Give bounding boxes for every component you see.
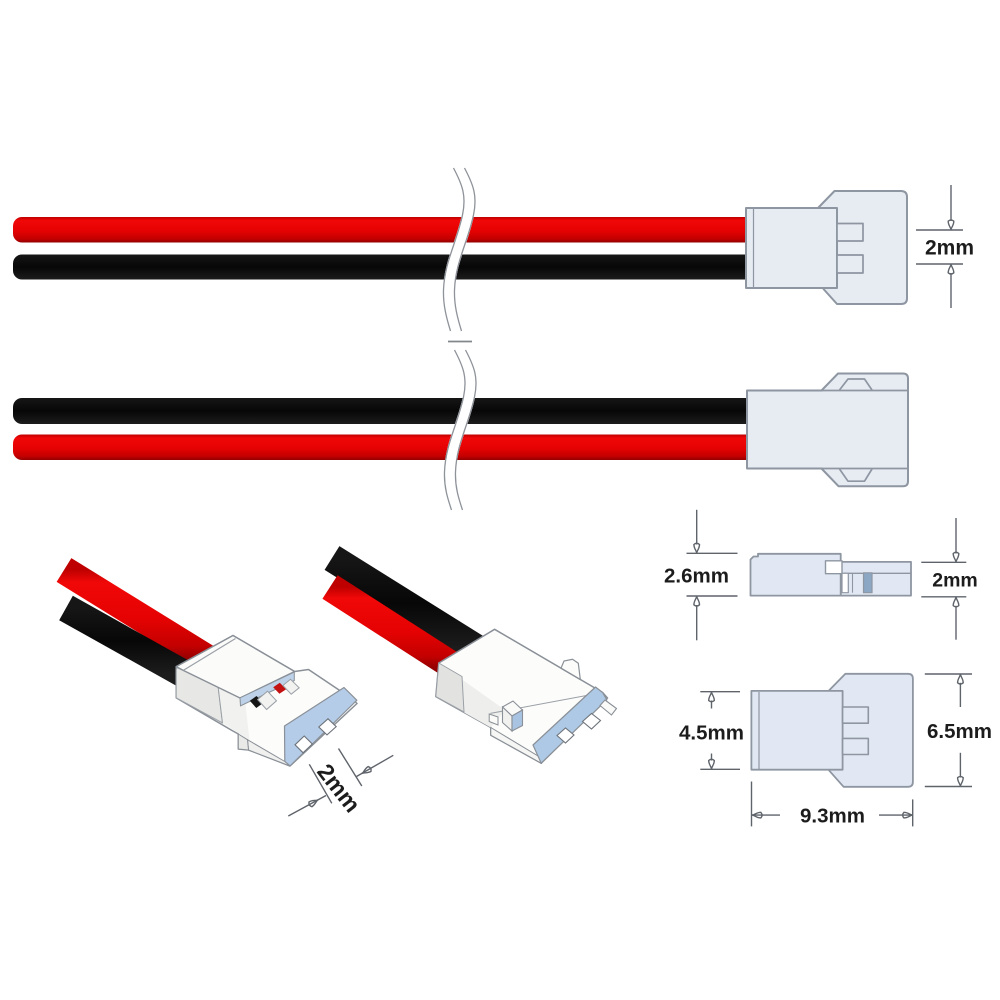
svg-text:4.5mm: 4.5mm xyxy=(679,722,744,745)
svg-text:6.5mm: 6.5mm xyxy=(927,720,992,743)
svg-text:2mm: 2mm xyxy=(925,237,974,260)
svg-text:9.3mm: 9.3mm xyxy=(800,805,865,828)
svg-text:2.6mm: 2.6mm xyxy=(664,565,729,588)
svg-text:2mm: 2mm xyxy=(932,570,978,592)
